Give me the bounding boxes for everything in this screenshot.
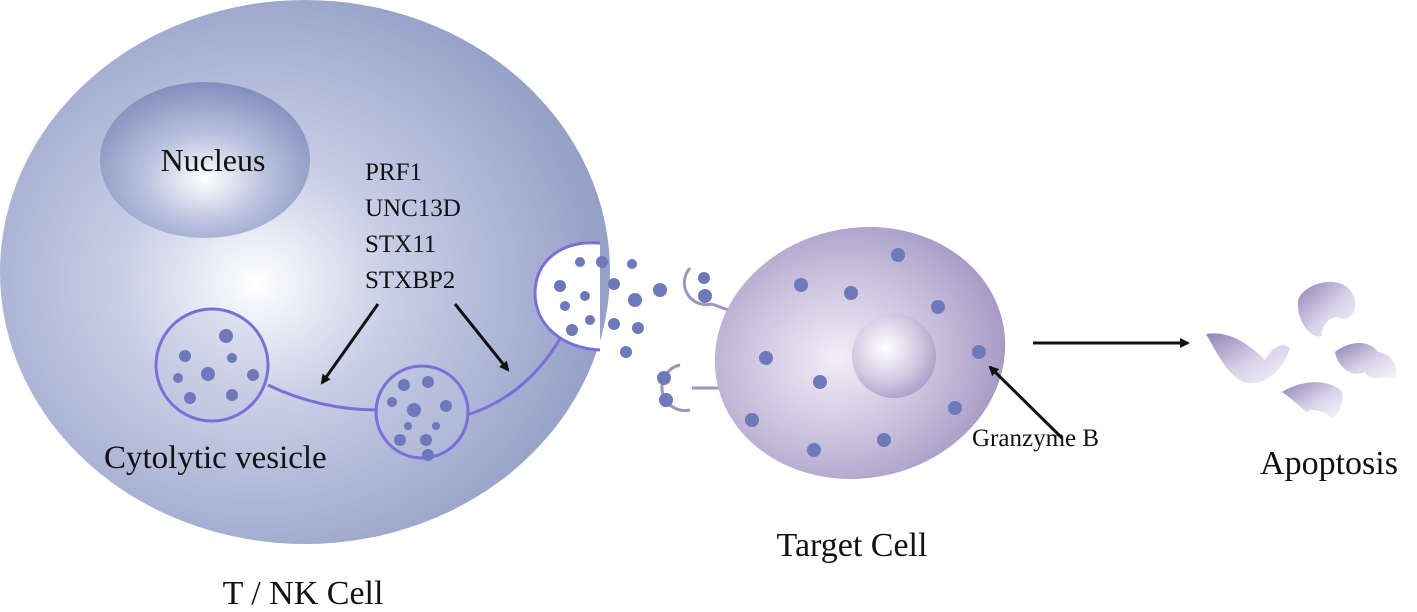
nucleus: [100, 82, 310, 238]
arrows: [320, 303, 1190, 440]
cytolytic-vesicle-2: [374, 364, 470, 461]
tnk-cell: [0, 0, 610, 544]
target-cell-label: Target Cell: [777, 527, 928, 564]
gene-label-stx11: STX11: [365, 231, 436, 258]
apoptosis-label: Apoptosis: [1260, 445, 1398, 482]
released-granules: [608, 259, 667, 358]
vesicle-transport-path: [267, 383, 379, 412]
apoptotic-bodies: [1206, 281, 1397, 418]
gene-label-stxbp2: STXBP2: [365, 267, 455, 294]
target-cell: [714, 227, 1006, 479]
arrow-to-vesicle-2: [453, 303, 510, 372]
apoptotic-fragment-3: [1335, 343, 1397, 378]
granzyme-b-label: Granzyme B: [972, 425, 1099, 452]
granzyme-b-granules: [745, 248, 986, 457]
cytolytic-vesicle-1: [154, 307, 270, 423]
apoptotic-fragment-1: [1297, 281, 1356, 337]
vesicle-transport-path-2: [466, 329, 567, 417]
apoptotic-fragment-4: [1282, 382, 1343, 418]
gene-label-prf1: PRF1: [365, 159, 422, 186]
arrow-to-vesicle-1: [320, 303, 380, 385]
target-cell-nucleus: [852, 314, 936, 398]
apoptotic-fragment-2: [1206, 333, 1290, 384]
receptor-2: [657, 363, 740, 413]
gene-label-unc13d: UNC13D: [365, 195, 461, 222]
cytolytic-vesicle-label: Cytolytic vesicle: [104, 440, 327, 476]
arrow-to-granzyme: [988, 365, 1064, 440]
tnk-cell-label: T / NK Cell: [223, 575, 384, 612]
secretion-pocket: [533, 241, 608, 352]
nucleus-label: Nucleus: [161, 142, 266, 178]
